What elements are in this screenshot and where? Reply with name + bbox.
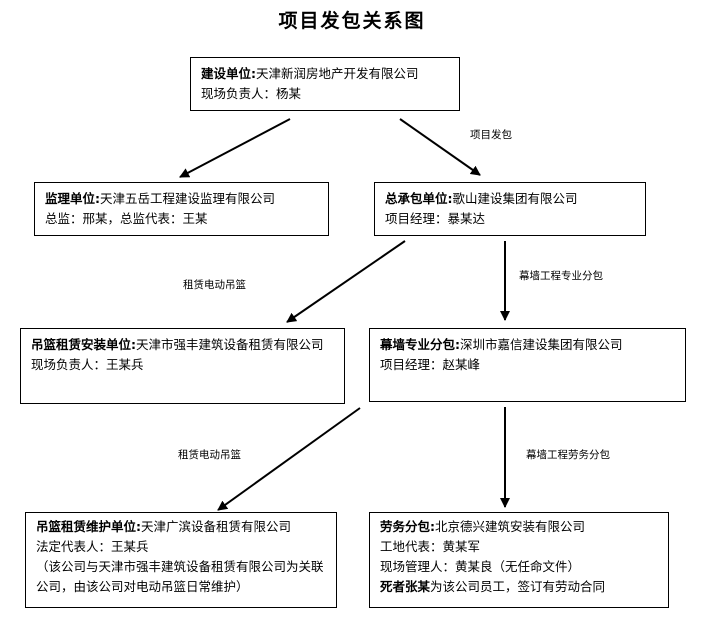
arrow-owner-to-general: [399, 118, 481, 176]
owner-company: 天津新润房地产开发有限公司: [256, 66, 419, 81]
curtain-role: 幕墙专业分包:: [380, 337, 460, 352]
general-company: 歌山建设集团有限公司: [452, 191, 578, 206]
supervisor-company: 天津五岳工程建设监理有限公司: [100, 191, 276, 206]
node-supervisor: 监理单位:天津五岳工程建设监理有限公司 总监：邢某，总监代表：王某: [34, 182, 329, 236]
node-curtain-wall: 幕墙专业分包:深圳市嘉信建设集团有限公司 项目经理：赵某峰: [369, 328, 686, 402]
labor-site-manager: 现场管理人：黄某良（无任命文件）: [380, 559, 581, 574]
edge-label-curtain-labor: 幕墙工程劳务分包: [526, 449, 610, 461]
maint-contact: 法定代表人：王某兵: [36, 539, 149, 554]
maint-company: 天津广滨设备租赁有限公司: [141, 519, 292, 534]
lease-role: 吊篮租赁安装单位:: [31, 337, 136, 352]
general-role: 总承包单位:: [385, 191, 453, 206]
labor-company: 北京德兴建筑安装有限公司: [435, 519, 586, 534]
lease-contact: 现场负责人：王某兵: [31, 357, 144, 372]
node-general-contractor: 总承包单位:歌山建设集团有限公司 项目经理：暴某达: [374, 182, 646, 236]
owner-role: 建设单位:: [201, 66, 256, 81]
lease-company: 天津市强丰建筑设备租赁有限公司: [136, 337, 324, 352]
maint-role: 吊篮租赁维护单位:: [36, 519, 141, 534]
edge-label-lease-basket-2: 租赁电动吊篮: [178, 449, 241, 461]
supervisor-role: 监理单位:: [45, 191, 100, 206]
curtain-contact: 项目经理：赵某峰: [380, 357, 481, 372]
labor-deceased-note: 为该公司员工，签订有劳动合同: [430, 579, 606, 594]
arrow-owner-to-supervisor: [179, 118, 291, 178]
page-title: 项目发包关系图: [278, 10, 426, 32]
node-basket-maintenance: 吊篮租赁维护单位:天津广滨设备租赁有限公司 法定代表人：王某兵 （该公司与天津市…: [25, 512, 337, 608]
general-contact: 项目经理：暴某达: [385, 211, 486, 226]
edge-label-lease-basket-1: 租赁电动吊篮: [183, 279, 246, 291]
curtain-company: 深圳市嘉信建设集团有限公司: [460, 337, 623, 352]
maint-note: （该公司与天津市强丰建筑设备租赁有限公司为关联公司，由该公司对电动吊篮日常维护）: [36, 559, 324, 594]
labor-site-rep: 工地代表：黄某军: [380, 539, 481, 554]
edge-label-project-award: 项目发包: [470, 129, 512, 141]
arrow-general-to-lease: [286, 240, 406, 323]
edge-label-curtain-sub: 幕墙工程专业分包: [519, 270, 603, 282]
node-basket-lease: 吊篮租赁安装单位:天津市强丰建筑设备租赁有限公司 现场负责人：王某兵: [20, 328, 345, 404]
supervisor-contact: 总监：邢某，总监代表：王某: [45, 211, 208, 226]
node-owner: 建设单位:天津新润房地产开发有限公司 现场负责人：杨某: [190, 57, 460, 111]
labor-deceased: 死者张某: [380, 579, 431, 594]
labor-role: 劳务分包:: [380, 519, 435, 534]
node-labor-subcontract: 劳务分包:北京德兴建筑安装有限公司 工地代表：黄某军 现场管理人：黄某良（无任命…: [369, 512, 669, 608]
arrow-curtain-to-maint: [217, 407, 361, 511]
owner-contact: 现场负责人：杨某: [201, 86, 302, 101]
